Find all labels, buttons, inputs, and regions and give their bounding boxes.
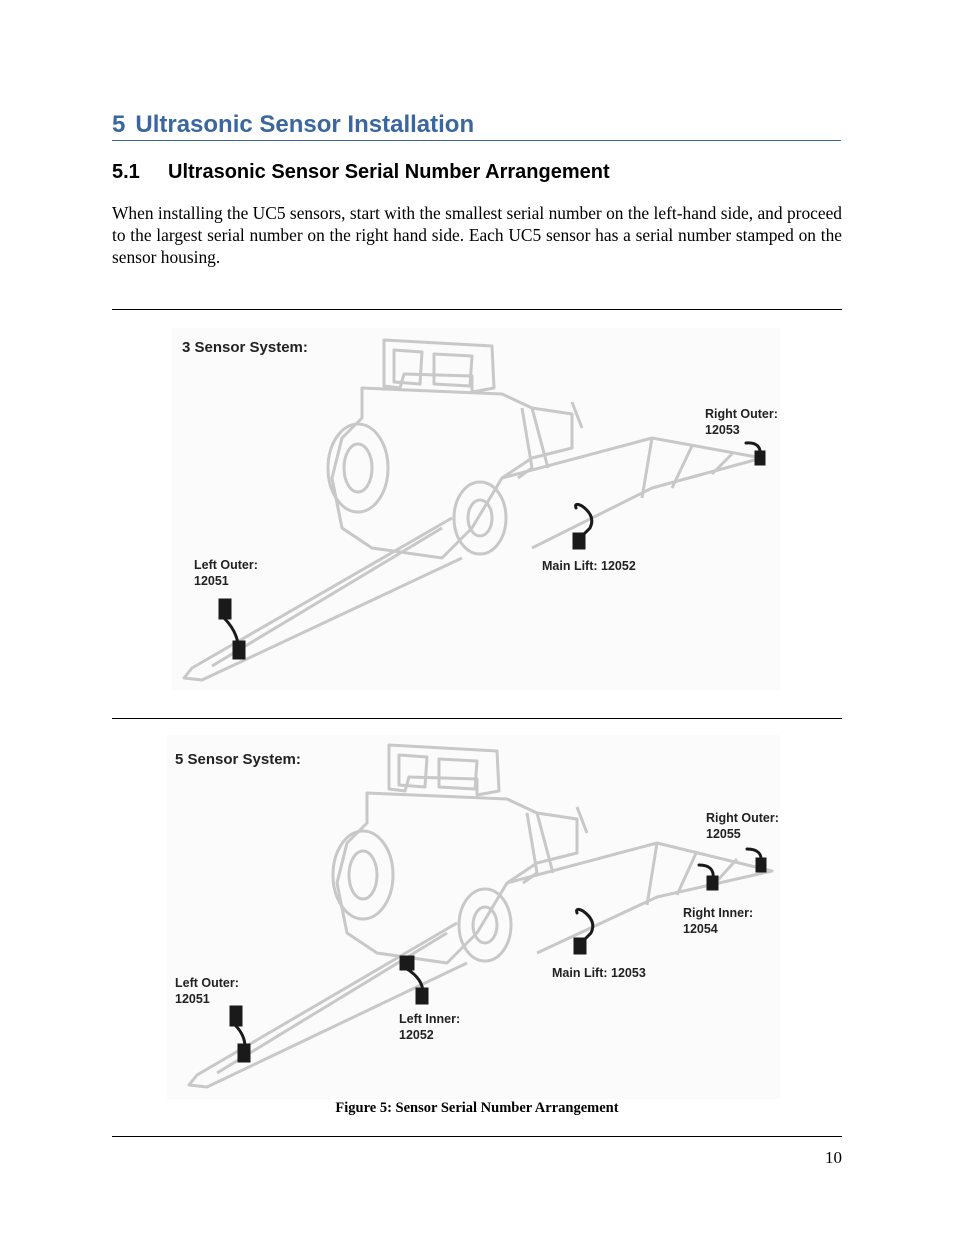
figure-5-sensor-system: 5 Sensor System: Right Outer: 12055 Righ… <box>167 735 780 1099</box>
sensor-right-outer <box>744 441 766 466</box>
sensor-left-outer <box>229 1005 251 1063</box>
label-left-outer-serial: 12051 <box>175 992 210 1006</box>
label-right-outer-serial: 12055 <box>706 827 741 841</box>
label-main-lift: Main Lift: 12053 <box>552 966 646 980</box>
page-number: 10 <box>825 1148 842 1167</box>
section-title: Ultrasonic Sensor Installation <box>135 111 475 138</box>
figure-caption: Figure 5: Sensor Serial Number Arrangeme… <box>335 1100 619 1116</box>
subsection-number: 5.1 <box>112 161 140 183</box>
divider-middle <box>112 718 842 719</box>
system-title: 3 Sensor System: <box>182 339 308 356</box>
sprayer-diagram-3-sensor: 3 Sensor System: Right Outer: 12053 Main… <box>182 338 778 682</box>
subsection-heading: 5.1 Ultrasonic Sensor Serial Number Arran… <box>112 158 610 186</box>
label-right-inner: Right Inner: <box>683 906 753 920</box>
sensors <box>229 847 767 1063</box>
sensor-left-inner <box>399 955 429 1005</box>
divider-bottom <box>112 1136 842 1137</box>
subsection-title: Ultrasonic Sensor Serial Number Arrangem… <box>168 161 610 183</box>
label-main-lift: Main Lift: 12052 <box>542 559 636 573</box>
label-right-outer-serial: 12053 <box>705 423 740 437</box>
sensors <box>218 441 766 660</box>
section-heading: 5 Ultrasonic Sensor Installation <box>112 110 841 141</box>
label-left-outer-serial: 12051 <box>194 574 229 588</box>
label-right-inner-serial: 12054 <box>683 922 718 936</box>
sprayer-diagram-5-sensor: 5 Sensor System: Right Outer: 12055 Righ… <box>175 743 779 1089</box>
sensor-main-lift <box>572 502 594 550</box>
sprayer-outline <box>182 338 764 682</box>
label-right-outer: Right Outer: <box>705 407 778 421</box>
sensor-main-lift <box>573 907 595 955</box>
system-title: 5 Sensor System: <box>175 751 301 768</box>
sprayer-outline <box>187 743 774 1089</box>
sensor-right-outer <box>745 847 767 873</box>
divider-top <box>112 309 842 310</box>
label-left-outer: Left Outer: <box>194 558 258 572</box>
body-paragraph: When installing the UC5 sensors, start w… <box>112 203 842 267</box>
sensor-right-inner <box>697 863 719 891</box>
sensor-left-outer <box>218 598 246 660</box>
label-right-outer: Right Outer: <box>706 811 779 825</box>
label-left-inner: Left Inner: <box>399 1012 460 1026</box>
figure-3-sensor-system: 3 Sensor System: Right Outer: 12053 Main… <box>172 328 780 690</box>
label-left-outer: Left Outer: <box>175 976 239 990</box>
label-left-inner-serial: 12052 <box>399 1028 434 1042</box>
section-number: 5 <box>112 111 126 138</box>
